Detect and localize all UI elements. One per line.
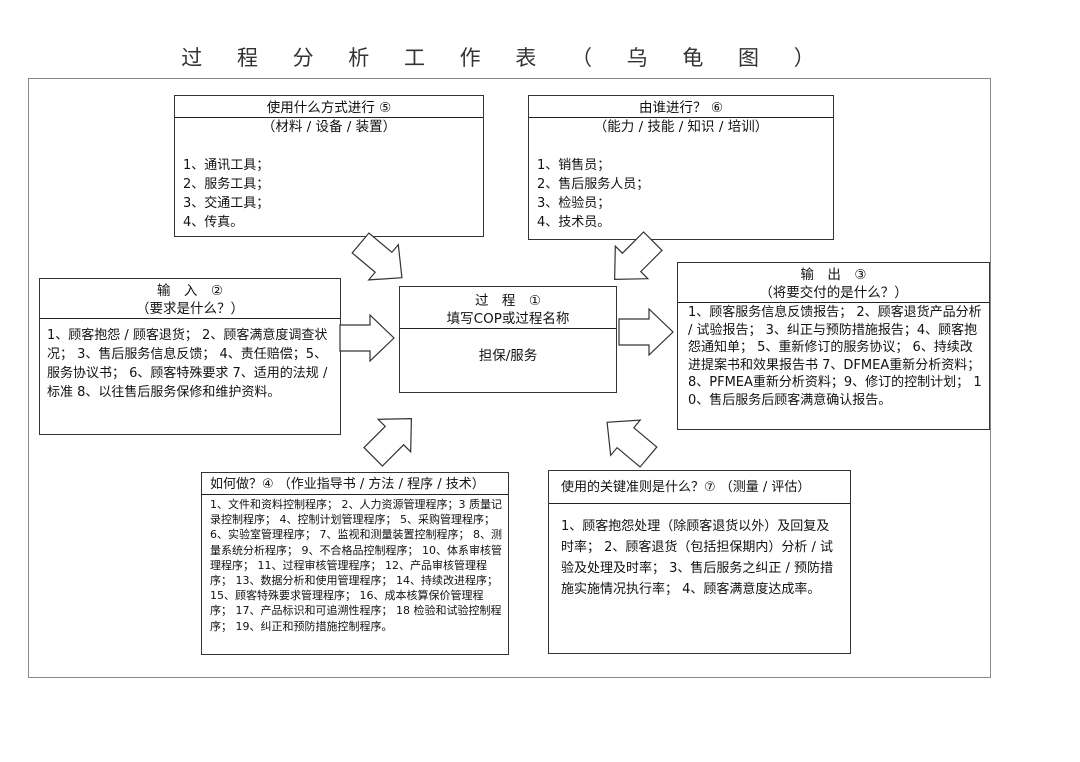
arrow-process-to-output-icon bbox=[618, 307, 674, 357]
criteria-box: 使用的关键准则是什么？⑦ （测量 / 评估） 1、顾客抱怨处理（除顾客退货以外）… bbox=[548, 470, 851, 654]
arrow-input-to-process-icon bbox=[339, 313, 395, 363]
input-text: 1、顾客抱怨 / 顾客退货； 2、顾客满意度调查状况； 3、售后服务信息反馈； … bbox=[47, 328, 328, 400]
list-item: 4、技术员。 bbox=[537, 215, 611, 230]
page-title: 过 程 分 析 工 作 表 （ 乌 龟 图 ） bbox=[181, 46, 829, 70]
method-list: 1、通讯工具； 2、服务工具； 3、交通工具； 4、传真。 bbox=[175, 156, 483, 232]
criteria-box-divider bbox=[549, 503, 850, 504]
list-item: 2、售后服务人员； bbox=[537, 177, 650, 192]
arrow-who-to-process-icon bbox=[614, 231, 663, 280]
input-box-divider bbox=[40, 318, 340, 319]
output-text: 1、顾客服务信息反馈报告； 2、顾客退货产品分析 / 试验报告； 3、纠正与预防… bbox=[688, 305, 982, 408]
criteria-text: 1、顾客抱怨处理（除顾客退货以外）及回复及时率； 2、顾客退货（包括担保期内）分… bbox=[561, 519, 834, 597]
how-text: 1、文件和资料控制程序； 2、人力资源管理程序；3 质量记录控制程序； 4、控制… bbox=[210, 498, 502, 633]
process-box-divider bbox=[400, 328, 616, 329]
output-box: 输 出 ③ （将要交付的是什么？） 1、顾客服务信息反馈报告； 2、顾客退货产品… bbox=[677, 262, 990, 430]
process-box: 过 程 ① 填写COP或过程名称 担保/服务 bbox=[399, 286, 617, 393]
list-item: 3、交通工具； bbox=[183, 196, 270, 211]
method-box-divider bbox=[175, 117, 483, 118]
input-box: 输 入 ② （要求是什么？） 1、顾客抱怨 / 顾客退货； 2、顾客满意度调查状… bbox=[39, 278, 341, 435]
input-box-subtitle: （要求是什么？） bbox=[136, 301, 244, 317]
how-box-header: 如何做？④ （作业指导书 / 方法 / 程序 / 技术） bbox=[210, 477, 485, 492]
list-item: 1、销售员； bbox=[537, 158, 611, 173]
process-box-header: 过 程 ① bbox=[474, 293, 542, 309]
how-box: 如何做？④ （作业指导书 / 方法 / 程序 / 技术） 1、文件和资料控制程序… bbox=[201, 472, 509, 655]
output-box-divider bbox=[678, 302, 989, 303]
how-box-divider bbox=[202, 494, 508, 495]
who-box-subtitle: （能力 / 技能 / 知识 / 培训） bbox=[593, 119, 769, 135]
list-item: 2、服务工具； bbox=[183, 177, 270, 192]
output-box-header: 输 出 ③ bbox=[800, 267, 867, 283]
input-box-header: 输 入 ② bbox=[156, 283, 224, 299]
process-box-subtitle: 填写COP或过程名称 bbox=[446, 311, 570, 327]
arrow-how-to-process-icon bbox=[363, 418, 412, 467]
method-box-subtitle: （材料 / 设备 / 装置） bbox=[261, 119, 397, 135]
who-box: 由谁进行？ ⑥ （能力 / 技能 / 知识 / 培训） 1、销售员； 2、售后服… bbox=[528, 95, 834, 240]
who-box-divider bbox=[529, 117, 833, 118]
method-box: 使用什么方式进行 ⑤ （材料 / 设备 / 装置） 1、通讯工具； 2、服务工具… bbox=[174, 95, 484, 237]
who-list: 1、销售员； 2、售后服务人员； 3、检验员； 4、技术员。 bbox=[529, 156, 833, 232]
arrow-method-to-process-icon bbox=[351, 232, 403, 281]
list-item: 4、传真。 bbox=[183, 215, 244, 230]
list-item: 1、通讯工具； bbox=[183, 158, 270, 173]
method-box-header: 使用什么方式进行 ⑤ bbox=[266, 100, 392, 116]
process-content: 担保/服务 bbox=[478, 348, 538, 364]
output-box-subtitle: （将要交付的是什么？） bbox=[759, 285, 908, 301]
list-item: 3、检验员； bbox=[537, 196, 611, 211]
who-box-header: 由谁进行？ ⑥ bbox=[639, 100, 723, 116]
outer-frame bbox=[28, 78, 991, 678]
criteria-box-header: 使用的关键准则是什么？⑦ （测量 / 评估） bbox=[561, 480, 811, 495]
arrow-criteria-to-process-icon bbox=[606, 419, 658, 468]
